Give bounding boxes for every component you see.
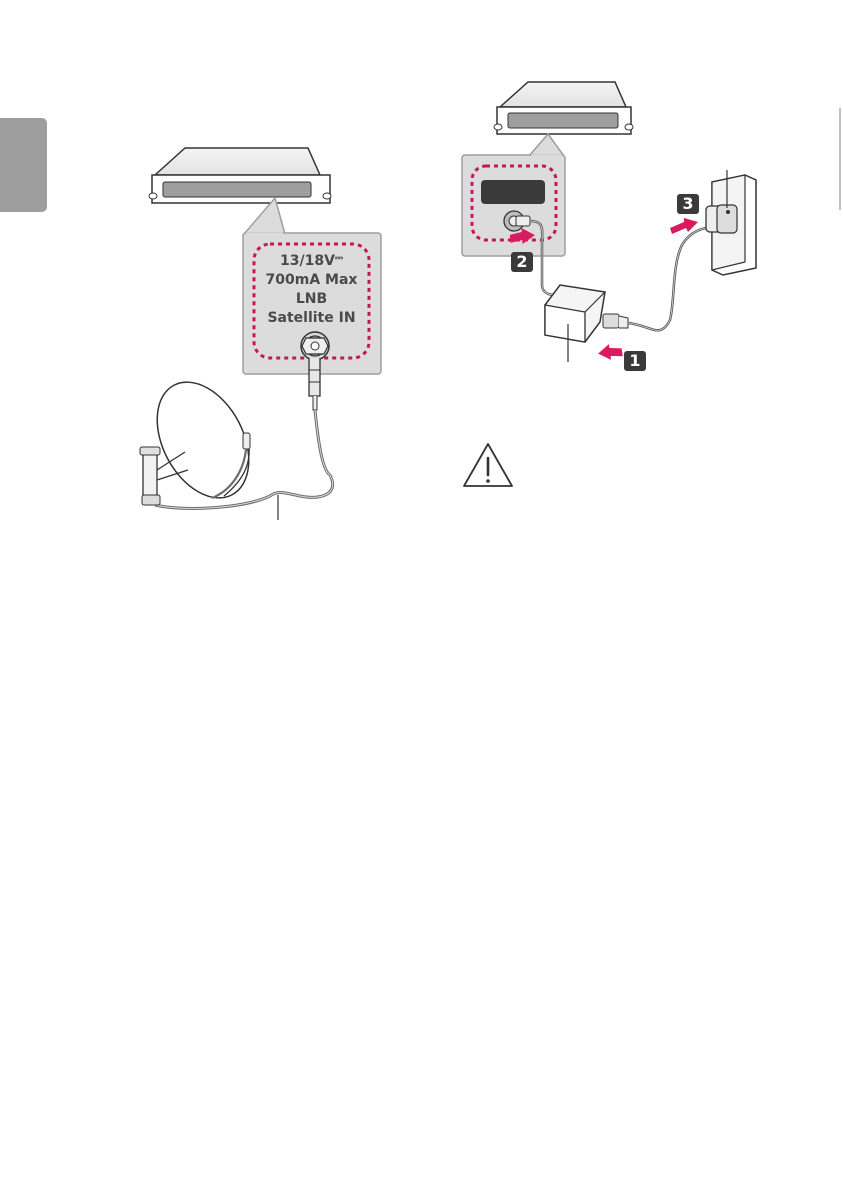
step-badge-2: 2: [511, 252, 533, 272]
set-top-box-right: [494, 82, 633, 134]
step-badge-1: 1: [624, 351, 646, 371]
wall-outlet: [706, 170, 756, 275]
port-name-label: Satellite IN: [254, 310, 369, 326]
step-badge-3: 3: [677, 194, 699, 214]
satellite-dish: [139, 366, 268, 513]
arrow-1: [597, 342, 623, 361]
port-type-label: LNB: [254, 291, 369, 307]
ac-cord: [628, 228, 706, 330]
port-current-label: 700mA Max: [254, 272, 369, 288]
set-top-box-left: [149, 148, 331, 203]
port-voltage-label: 13/18V⎓: [254, 253, 369, 269]
caution-icon: [464, 444, 512, 486]
